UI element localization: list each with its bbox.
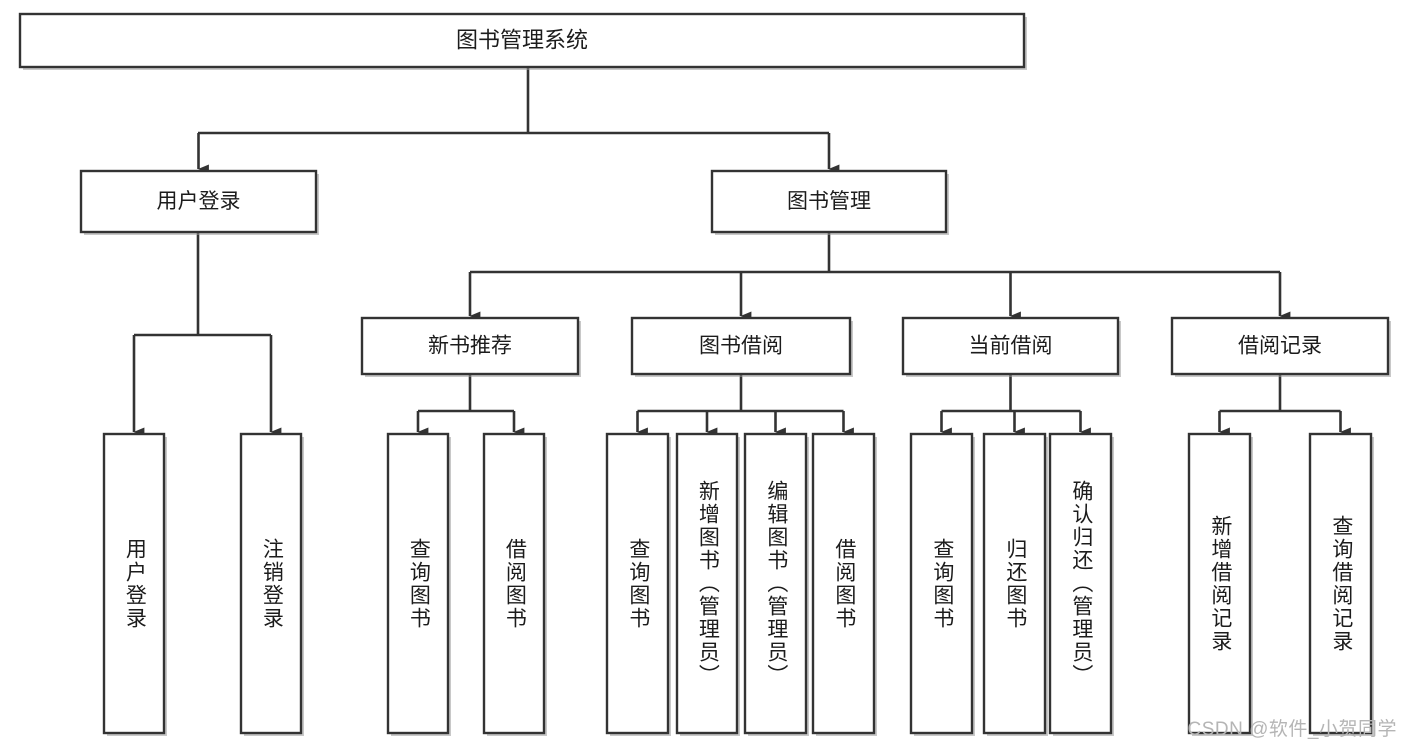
- node-box-root[interactable]: [18, 12, 1026, 69]
- node-label-new-book-recommend: 新书推荐: [428, 335, 512, 358]
- node-box-leaf-query-record[interactable]: [1308, 432, 1373, 735]
- node-label-book-manage: 图书管理: [787, 190, 871, 213]
- node-box-leaf-return-book[interactable]: [982, 432, 1047, 735]
- node-label-current-borrow: 当前借阅: [969, 335, 1053, 358]
- node-box-borrow-record[interactable]: [1170, 316, 1390, 376]
- node-label-user-login: 用户登录: [157, 190, 241, 213]
- node-box-leaf-user-login[interactable]: [102, 432, 166, 735]
- node-box-leaf-logout[interactable]: [239, 432, 303, 735]
- node-box-leaf-add-book[interactable]: [675, 432, 739, 735]
- node-box-new-book-recommend[interactable]: [360, 316, 580, 376]
- node-box-leaf-confirm-return[interactable]: [1048, 432, 1113, 735]
- node-box-leaf-add-record[interactable]: [1187, 432, 1252, 735]
- node-box-book-borrow[interactable]: [630, 316, 852, 376]
- node-box-leaf-borrow-book-rec[interactable]: [482, 432, 546, 735]
- connector-layer: [132, 67, 1351, 437]
- node-box-user-login[interactable]: [79, 169, 318, 234]
- node-label-borrow-record: 借阅记录: [1238, 335, 1322, 358]
- box-layer: [18, 12, 1391, 736]
- node-box-leaf-query-book-cur[interactable]: [909, 432, 974, 735]
- watermark-text: CSDN @软件_小贺同学: [1187, 719, 1397, 740]
- node-box-leaf-query-book-rec[interactable]: [386, 432, 450, 735]
- node-label-root: 图书管理系统: [456, 27, 588, 52]
- node-box-leaf-edit-book[interactable]: [743, 432, 808, 735]
- node-box-leaf-query-book[interactable]: [605, 432, 670, 735]
- node-box-leaf-borrow-book[interactable]: [811, 432, 876, 735]
- node-box-book-manage[interactable]: [710, 169, 948, 234]
- node-label-book-borrow: 图书借阅: [699, 335, 783, 358]
- node-box-current-borrow[interactable]: [901, 316, 1120, 376]
